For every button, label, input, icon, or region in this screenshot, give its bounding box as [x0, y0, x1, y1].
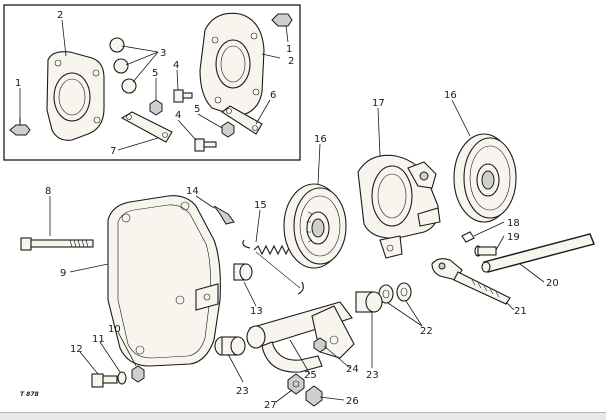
bolt-upper: [173, 89, 193, 103]
callout-13: 13: [250, 306, 263, 317]
callout-20: 20: [546, 278, 559, 289]
callout-11: 11: [92, 334, 105, 345]
callout-23-right: 23: [366, 370, 379, 381]
callout-18: 18: [507, 218, 520, 229]
callout-21: 21: [514, 306, 527, 317]
bearing-housing-right: [199, 12, 265, 117]
callout-25: 25: [304, 370, 317, 381]
pulley-right: [453, 133, 517, 223]
nut-27: [287, 373, 305, 395]
bearing-housing-left: [46, 51, 105, 141]
brake-assembly: [357, 154, 441, 259]
long-bolt: [20, 237, 94, 251]
callout-27: 27: [264, 400, 277, 411]
callout-5-upper: 5: [152, 68, 158, 79]
callout-2-right: 2: [288, 56, 294, 67]
bushing-23-left: [214, 336, 246, 356]
nut-10: [131, 365, 145, 383]
ball-3: [121, 78, 137, 94]
clevis-yoke: [431, 258, 511, 305]
callout-22: 22: [420, 326, 433, 337]
callout-19: 19: [507, 232, 520, 243]
washer-11: [117, 371, 127, 385]
ball-2: [113, 58, 129, 74]
callout-6: 6: [270, 90, 276, 101]
washer-pair: [378, 282, 412, 304]
callout-9: 9: [60, 268, 66, 279]
bushing-13: [233, 263, 253, 281]
bolt-12: [91, 373, 118, 388]
nut-right: [221, 121, 235, 138]
callout-7: 7: [110, 146, 116, 157]
nut-26: [305, 385, 323, 407]
callout-16-left: 16: [314, 134, 327, 145]
callout-10: 10: [108, 324, 121, 335]
pulley-left: [283, 183, 347, 269]
callout-17: 17: [372, 98, 385, 109]
callout-4-upper: 4: [173, 60, 179, 71]
callout-14: 14: [186, 186, 199, 197]
bushing-23-right: [355, 291, 383, 313]
callout-5-lower: 5: [194, 104, 200, 115]
cotter-pin: [461, 231, 475, 243]
nut-left: [149, 99, 163, 116]
clevis-pin: [474, 245, 497, 257]
bottom-status-strip: [0, 412, 606, 420]
brake-rod: [481, 233, 595, 273]
link-strap-7: [120, 111, 173, 143]
callout-24: 24: [346, 364, 359, 375]
callout-16-right: 16: [444, 90, 457, 101]
callout-15: 15: [254, 200, 267, 211]
callout-3: 3: [160, 48, 166, 59]
link-strap-6: [221, 105, 263, 135]
clip-14: [213, 205, 235, 225]
callout-4-lower: 4: [175, 110, 181, 121]
callout-2-left: 2: [57, 10, 63, 21]
callout-26: 26: [346, 396, 359, 407]
callout-1-left: 1: [15, 78, 21, 89]
callout-1-right: 1: [286, 44, 292, 55]
lever-shaft: [246, 301, 355, 373]
ball-1: [109, 37, 125, 53]
callout-12: 12: [70, 344, 83, 355]
grease-fitting-left: [9, 118, 31, 136]
bolt-lower: [194, 138, 217, 152]
housing-plate: [107, 195, 221, 367]
inset-frame: [3, 4, 301, 161]
callout-8: 8: [45, 186, 51, 197]
figure-code: T 878: [20, 391, 39, 398]
grease-fitting-right: [271, 13, 293, 27]
leader-lines: [19, 19, 545, 403]
callout-23-left: 23: [236, 386, 249, 397]
